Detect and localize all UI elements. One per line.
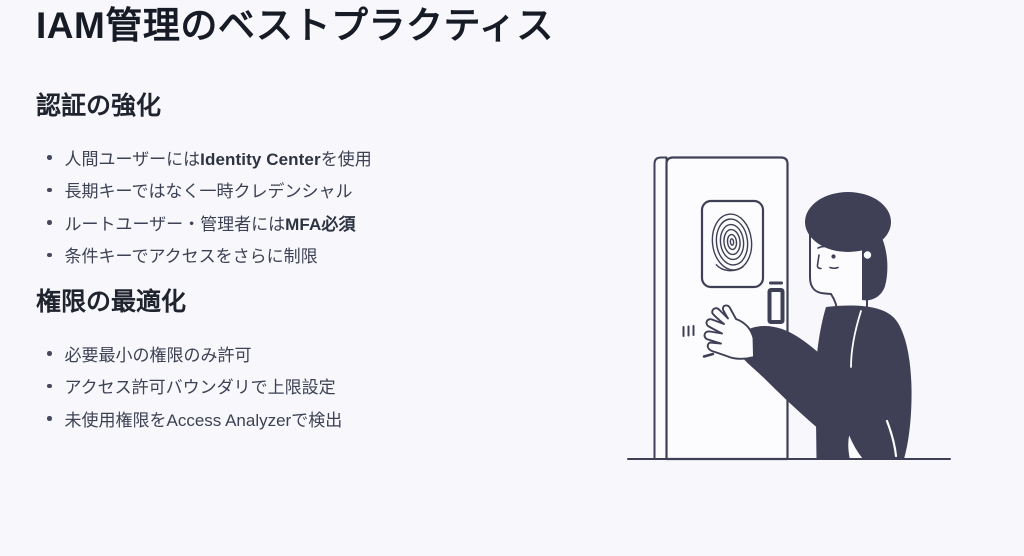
ear-icon	[862, 249, 873, 261]
list-item-text: 長期キーではなく一時クレデンシャル	[64, 182, 353, 202]
torso-seam	[885, 419, 898, 458]
bullet-icon	[47, 383, 52, 388]
person-arm	[738, 325, 854, 440]
bullet-icon	[47, 351, 52, 356]
fingerprint-door-illustration	[627, 156, 951, 461]
bullet-icon	[47, 416, 52, 421]
sleeve-seam	[850, 310, 862, 368]
knock-lines-icon	[682, 325, 695, 337]
bullet-icon	[47, 187, 52, 192]
bullet-icon	[47, 155, 52, 160]
section-heading-authentication: 認証の強化	[36, 92, 162, 120]
person	[703, 192, 912, 460]
bullet-list-permissions: 必要最小の権限のみ許可 アクセス許可バウンダリで上限設定 未使用権限をAcces…	[36, 337, 342, 435]
door-handle	[767, 288, 785, 324]
knock-dash	[702, 352, 715, 358]
list-item-text: ルートユーザー・管理者にはMFA必須	[64, 214, 356, 234]
section-heading-permissions: 権限の最適化	[36, 288, 187, 316]
list-item: 長期キーではなく一時クレデンシャル	[36, 174, 372, 207]
bullet-icon	[47, 220, 52, 225]
page-title: IAM管理のベストプラクティス	[36, 5, 554, 46]
list-item: アクセス許可バウンダリで上限設定	[36, 370, 342, 403]
person-hand	[703, 304, 755, 360]
list-item: 未使用権限をAccess Analyzerで検出	[36, 402, 342, 435]
list-item: 人間ユーザーにはIdentity Centerを使用	[36, 141, 372, 174]
person-hair-back	[862, 230, 888, 301]
fingerprint-icon	[711, 213, 753, 272]
list-item-text: 必要最小の権限のみ許可	[64, 345, 252, 365]
person-face-features	[816, 245, 839, 270]
list-item: ルートユーザー・管理者にはMFA必須	[36, 206, 372, 239]
bullet-list-authentication: 人間ユーザーにはIdentity Centerを使用 長期キーではなく一時クレデ…	[36, 141, 372, 271]
eye-icon	[831, 254, 836, 259]
list-item-text: 人間ユーザーにはIdentity Centerを使用	[64, 149, 372, 169]
list-item: 必要最小の権限のみ許可	[36, 337, 342, 370]
list-item-text: アクセス許可バウンダリで上限設定	[64, 378, 336, 398]
list-item-text: 未使用権限をAccess Analyzerで検出	[64, 410, 343, 430]
bullet-icon	[47, 252, 52, 257]
list-item: 条件キーでアクセスをさらに制限	[36, 239, 372, 272]
door-edge	[653, 156, 668, 460]
list-item-text: 条件キーでアクセスをさらに制限	[64, 247, 318, 267]
